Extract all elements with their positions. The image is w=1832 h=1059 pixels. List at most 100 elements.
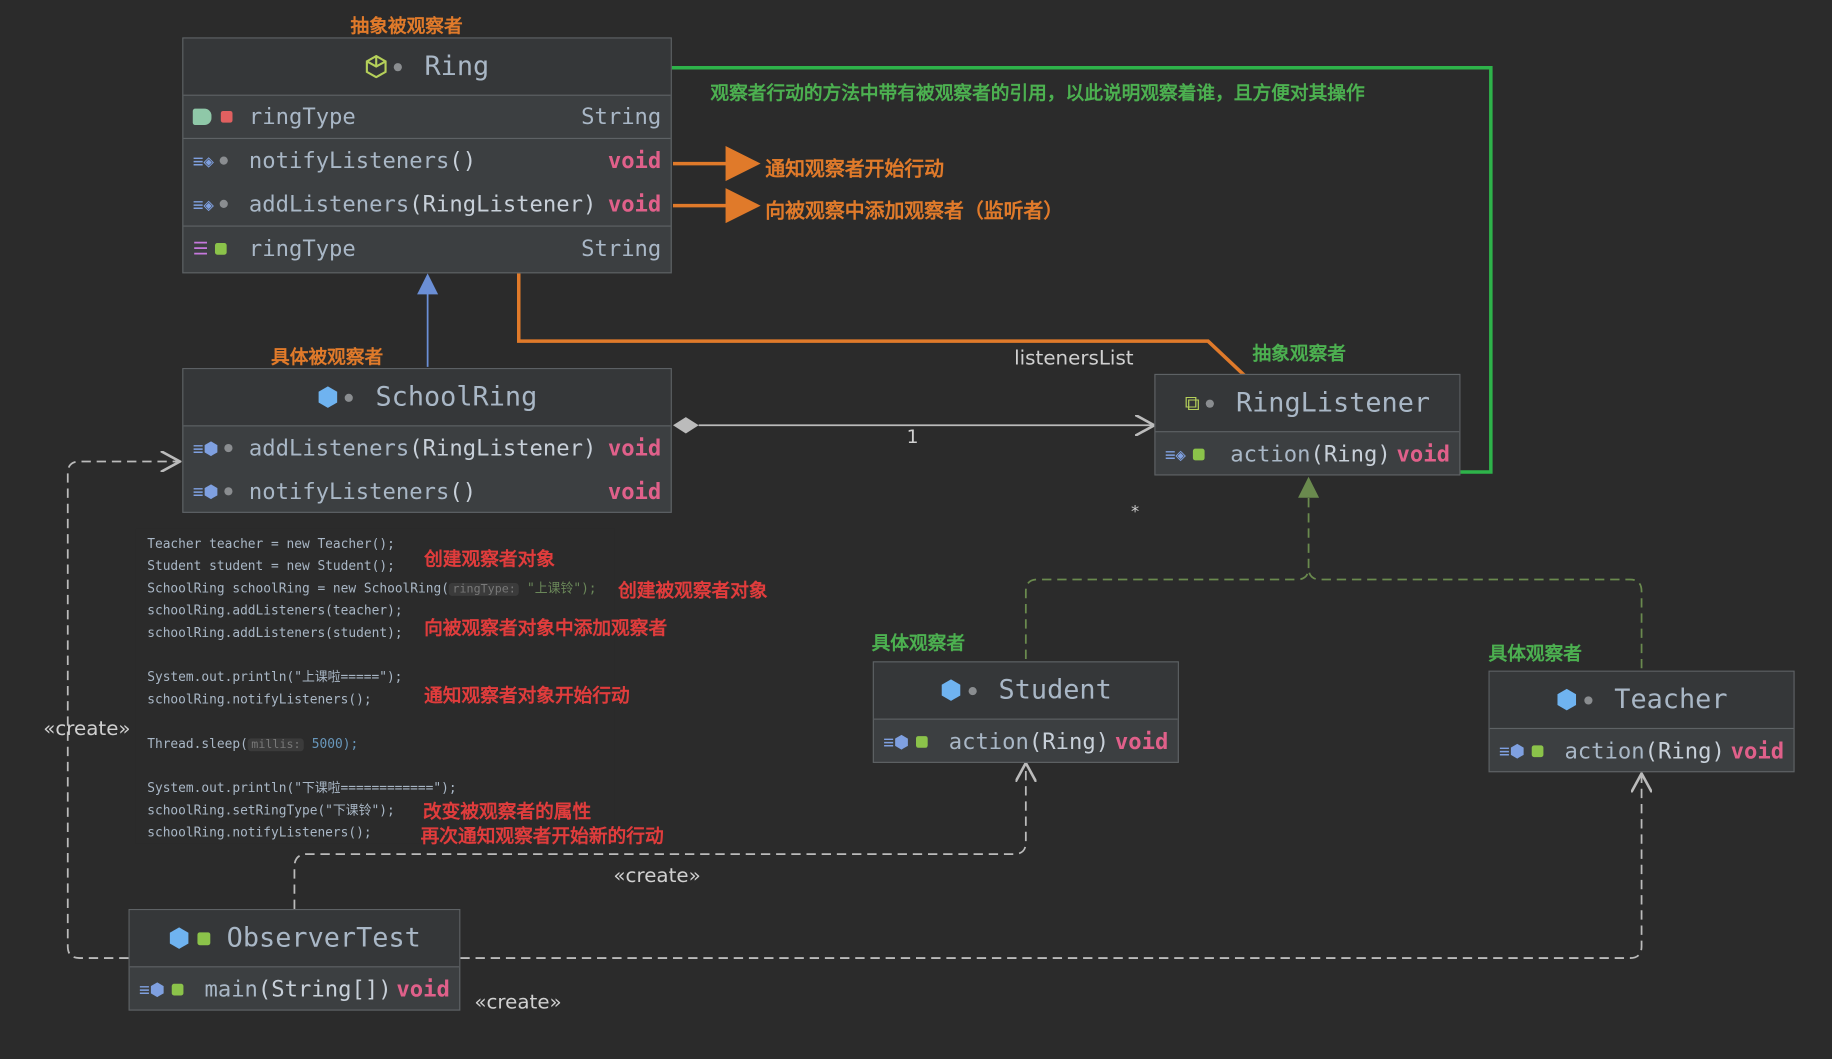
interface-icon: [366, 54, 387, 79]
class-schoolring[interactable]: ⬢ SchoolRing ≡⬢ addListeners(RingListene…: [182, 368, 672, 513]
method-row[interactable]: ≡⬢ notifyListeners() void: [183, 470, 670, 513]
method-name: action: [1230, 441, 1311, 467]
code-note: 改变被观察者的属性: [422, 800, 592, 823]
class-header: ⬢ Student: [873, 662, 1178, 720]
code-line: SchoolRing schoolRing = new SchoolRing(r…: [147, 580, 597, 596]
code-note: 通知观察者对象开始行动: [424, 684, 630, 707]
class-header: Ring: [183, 38, 671, 96]
code-line: Student student = new Student();: [147, 558, 395, 574]
abstract-observer-label: 抽象观察者: [1252, 342, 1346, 365]
create-line-schoolring: [66, 462, 180, 959]
return-type: void: [1730, 737, 1785, 764]
class-name: ObserverTest: [226, 923, 421, 954]
unlock-icon: [197, 931, 211, 945]
code-line: schoolRing.addListeners(teacher);: [147, 602, 403, 619]
field-type: String: [581, 103, 662, 130]
method-name: notifyListeners: [248, 147, 450, 174]
code-line: System.out.println("上课啦=====");: [147, 669, 403, 685]
class-icon: ⬢: [1555, 685, 1579, 715]
unlock-icon: [215, 242, 228, 255]
code-line-blank: [147, 710, 603, 732]
method-row[interactable]: ≡⬢ main(String[]) void: [130, 967, 459, 1010]
method-icon: ≡⬢: [883, 730, 910, 752]
concrete-observer-label: 具体观察者: [1488, 642, 1582, 665]
class-ring[interactable]: Ring ringType String ≡◈ notifyListeners(…: [182, 37, 672, 274]
param-hint: millis:: [247, 738, 305, 752]
method-args: (RingListener): [409, 191, 597, 217]
method-row[interactable]: ≡⬢ addListeners(RingListener) void: [183, 426, 670, 469]
code-line: schoolRing.addListeners(student);: [147, 625, 403, 641]
class-header: ⧉ RingListener: [1155, 375, 1460, 433]
code-line: Teacher teacher = new Teacher();: [147, 536, 395, 552]
method-args: (Ring): [1644, 737, 1725, 764]
unlock-icon: [1531, 744, 1544, 757]
aggregation-diamond: [672, 417, 699, 434]
listeners-path: [517, 217, 1250, 380]
method-row[interactable]: ≡◈ addListeners(RingListener) void: [183, 182, 670, 225]
code-line: schoolRing.setRingType("下课铃");: [147, 802, 395, 818]
return-type: void: [607, 147, 662, 174]
add-note: 向被观察中添加观察者（监听者）: [765, 199, 1064, 224]
class-icon: ⬢: [939, 675, 963, 706]
class-student[interactable]: ⬢ Student ≡⬢ action(Ring) void: [872, 661, 1179, 763]
lock-icon: [220, 110, 233, 123]
code-line-blank: [147, 644, 603, 666]
implementation-head: [1298, 476, 1320, 498]
code-line: Thread.sleep(millis: 5000);: [147, 736, 359, 752]
method-row[interactable]: ≡⬢ action(Ring) void: [874, 720, 1178, 763]
return-type: void: [396, 976, 450, 1002]
method-row[interactable]: ≡⬢ action(Ring) void: [1490, 729, 1794, 772]
method-icon: ≡◈: [192, 150, 214, 172]
code-line: schoolRing.notifyListeners();: [147, 691, 372, 707]
class-name: SchoolRing: [375, 382, 538, 413]
method-args: (RingListener): [409, 435, 597, 461]
method-args: (String[]): [257, 976, 392, 1002]
method-row[interactable]: ≡◈ action(Ring) void: [1156, 432, 1460, 475]
return-type: void: [607, 478, 662, 505]
return-type: void: [1114, 728, 1169, 755]
field-name: ringType: [248, 103, 356, 130]
field-row[interactable]: ringType String: [183, 96, 670, 138]
code-note: 创建被观察者对象: [618, 579, 768, 602]
class-header: ⬢ Teacher: [1489, 671, 1794, 730]
method-name: action: [1564, 737, 1645, 764]
class-ringlistener[interactable]: ⧉ RingListener ≡◈ action(Ring) void: [1154, 373, 1461, 476]
method-name: notifyListeners: [248, 478, 450, 505]
code-note: 再次通知观察者开始新的行动: [420, 824, 664, 848]
method-icon: ≡⬢: [1499, 740, 1525, 762]
unlock-icon: [171, 983, 184, 995]
implementation-lines: [1024, 497, 1643, 669]
code-note: 向被观察者对象中添加观察者: [424, 616, 668, 640]
multiplicity-many: *: [1130, 502, 1140, 522]
concrete-subject-label: 具体被观察者: [271, 345, 384, 369]
method-row[interactable]: ≡◈ notifyListeners() void: [183, 139, 670, 182]
code-line-blank: [147, 755, 603, 777]
method-name: action: [948, 728, 1029, 755]
method-name: addListeners: [248, 191, 410, 217]
property-type: String: [581, 235, 662, 262]
code-snippet: Teacher teacher = new Teacher(); Student…: [135, 528, 615, 844]
class-observertest[interactable]: ⬢ ObserverTest ≡⬢ main(String[]) void: [128, 908, 461, 1011]
unlock-icon: [1192, 448, 1205, 460]
property-icon: ☰: [192, 237, 209, 259]
return-type: void: [607, 191, 662, 217]
return-type: void: [1396, 441, 1450, 467]
code-line: System.out.println("下课啦============");: [147, 780, 457, 796]
unlock-icon: [916, 735, 928, 748]
class-name: RingListener: [1235, 387, 1431, 419]
code-line: schoolRing.notifyListeners();: [147, 824, 372, 841]
abstract-subject-label: 抽象被观察者: [350, 15, 463, 38]
class-teacher[interactable]: ⬢ Teacher ≡⬢ action(Ring) void: [1488, 670, 1795, 773]
class-header: ⬢ ObserverTest: [129, 910, 460, 968]
create-label: «create»: [43, 717, 131, 741]
association-role-label: listenersList: [1014, 347, 1134, 371]
class-icon: ⬢: [168, 923, 191, 953]
class-name: Student: [998, 675, 1112, 706]
multiplicity-one: 1: [906, 425, 919, 448]
param-hint: ringType:: [448, 583, 520, 596]
method-icon: ≡⬢: [192, 480, 219, 502]
create-label: «create»: [474, 990, 562, 1015]
method-name: main: [204, 976, 258, 1002]
property-row[interactable]: ☰ ringType String: [183, 227, 670, 270]
method-args: (): [449, 478, 477, 505]
